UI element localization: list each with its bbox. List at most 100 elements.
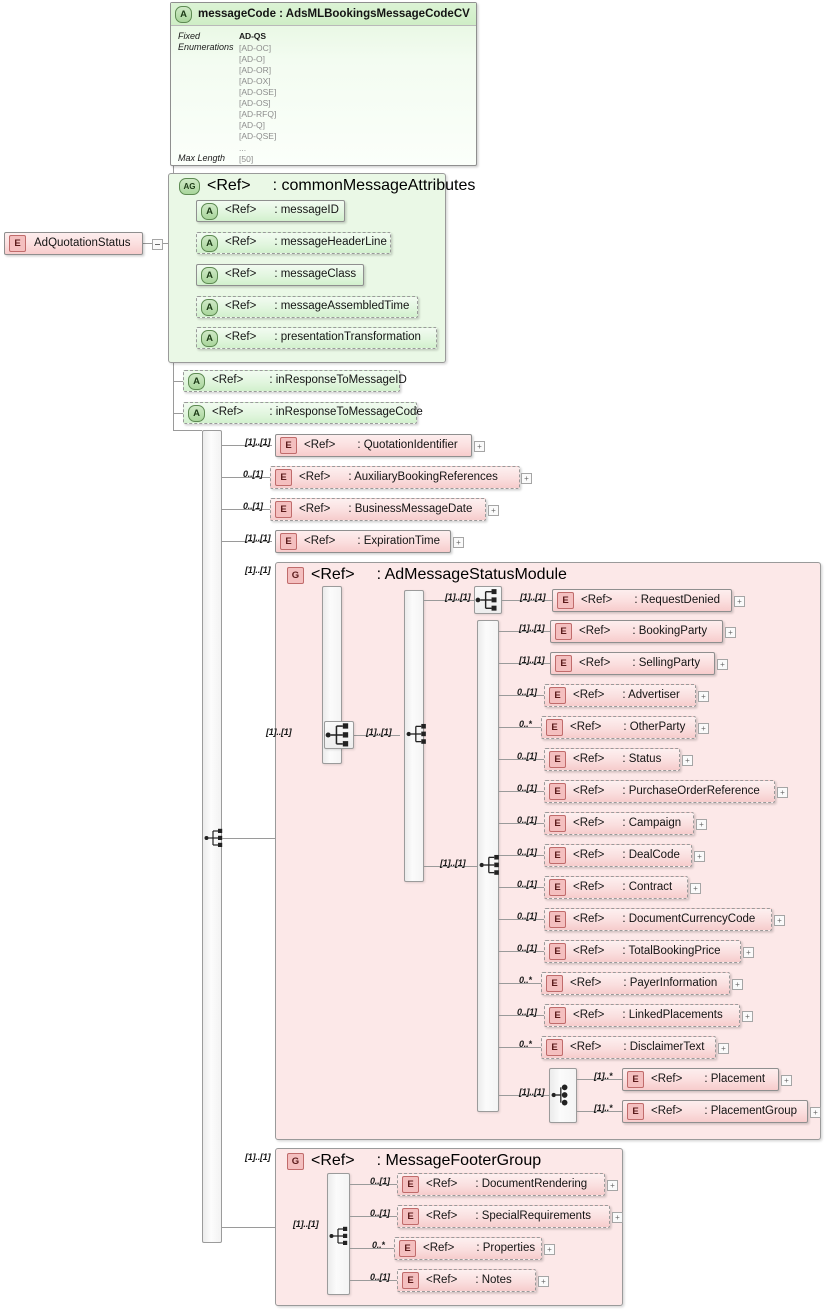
element-badge-icon: E: [549, 687, 566, 704]
attribute-name: : messageClass: [274, 268, 357, 281]
expand-toggle[interactable]: [743, 947, 754, 958]
element-node-Advertiser[interactable]: E <Ref> : Advertiser: [544, 684, 696, 707]
attribute-node-messageClass[interactable]: A <Ref> : messageClass: [196, 264, 364, 286]
element-node-SellingParty[interactable]: E <Ref> : SellingParty: [550, 652, 715, 675]
sequence-icon-module-2[interactable]: [406, 723, 430, 747]
element-node-TotalBookingPrice[interactable]: E <Ref> : TotalBookingPrice: [544, 940, 741, 963]
attribute-node-inResponseToMessageID[interactable]: A <Ref> : inResponseToMessageID: [183, 370, 407, 392]
expand-toggle[interactable]: [732, 979, 743, 990]
expand-toggle[interactable]: [717, 659, 728, 670]
expand-toggle[interactable]: [734, 596, 745, 607]
expand-toggle[interactable]: [718, 1043, 729, 1054]
element-name: : DisclaimerText: [623, 1040, 705, 1053]
expand-toggle[interactable]: [544, 1244, 555, 1255]
element-ref-label: <Ref>: [573, 688, 605, 701]
connector: [499, 631, 550, 632]
element-badge-icon: E: [9, 235, 26, 252]
expand-toggle[interactable]: [453, 537, 464, 548]
expand-toggle[interactable]: [474, 441, 485, 452]
attribute-node-messageID[interactable]: A <Ref> : messageID: [196, 200, 345, 222]
sequence-icon-request-denied[interactable]: [474, 586, 502, 614]
connector: [342, 735, 400, 736]
element-node-ExpirationTime[interactable]: E <Ref> : ExpirationTime: [275, 530, 451, 553]
expand-toggle[interactable]: [607, 1180, 618, 1191]
enum-value: [AD-OX]: [239, 76, 271, 86]
element-node-Properties[interactable]: E <Ref> : Properties: [394, 1237, 542, 1260]
element-ref-label: <Ref>: [651, 1104, 683, 1117]
element-node-Placement[interactable]: E <Ref> : Placement: [622, 1068, 779, 1091]
root-collapse-toggle[interactable]: [152, 239, 163, 250]
enum-value-row: [AD-OSE]: [239, 87, 276, 98]
element-node-BusinessMessageDate[interactable]: E <Ref> : BusinessMessageDate: [270, 498, 486, 521]
enum-value-row: [AD-OX]: [239, 76, 271, 87]
root-element-AdQuotationStatus[interactable]: E AdQuotationStatus: [4, 232, 143, 255]
element-node-DocumentCurrencyCode[interactable]: E <Ref> : DocumentCurrencyCode: [544, 908, 772, 931]
element-node-LinkedPlacements[interactable]: E <Ref> : LinkedPlacements: [544, 1004, 740, 1027]
root-element-label: AdQuotationStatus: [34, 236, 131, 249]
attribute-badge-icon: A: [188, 404, 205, 422]
element-node-QuotationIdentifier[interactable]: E <Ref> : QuotationIdentifier: [275, 434, 472, 457]
element-name: : PlacementGroup: [704, 1104, 798, 1117]
attribute-node-presentationTransformation[interactable]: A <Ref> : presentationTransformation: [196, 327, 437, 349]
expand-toggle[interactable]: [612, 1212, 623, 1223]
element-name: : Status: [622, 752, 662, 765]
element-name: : LinkedPlacements: [622, 1008, 723, 1021]
element-node-RequestDenied[interactable]: E <Ref> : RequestDenied: [552, 589, 732, 612]
element-node-Notes[interactable]: E <Ref> : Notes: [397, 1269, 536, 1292]
enum-value-row: [50]: [239, 154, 253, 165]
sequence-icon-module-3[interactable]: [479, 854, 503, 878]
element-node-Campaign[interactable]: E <Ref> : Campaign: [544, 812, 694, 835]
expand-toggle[interactable]: [488, 505, 499, 516]
connector: [173, 381, 183, 382]
enum-value: [AD-Q]: [239, 120, 265, 130]
expand-toggle[interactable]: [742, 1011, 753, 1022]
element-node-DisclaimerText[interactable]: E <Ref> : DisclaimerText: [541, 1036, 716, 1059]
cardinality-label: [1]..[1]: [366, 727, 392, 737]
element-node-AuxiliaryBookingReferences[interactable]: E <Ref> : AuxiliaryBookingReferences: [270, 466, 520, 489]
element-ref-label: <Ref>: [570, 1040, 602, 1053]
element-node-BookingParty[interactable]: E <Ref> : BookingParty: [550, 620, 723, 643]
element-badge-icon: E: [280, 533, 297, 550]
cardinality-label: 0..*: [519, 719, 532, 729]
expand-toggle[interactable]: [690, 883, 701, 894]
element-node-OtherParty[interactable]: E <Ref> : OtherParty: [541, 716, 696, 739]
element-badge-icon: E: [549, 1007, 566, 1024]
element-node-PurchaseOrderReference[interactable]: E <Ref> : PurchaseOrderReference: [544, 780, 775, 803]
element-node-PayerInformation[interactable]: E <Ref> : PayerInformation: [541, 972, 730, 995]
element-node-Status[interactable]: E <Ref> : Status: [544, 748, 680, 771]
element-node-DealCode[interactable]: E <Ref> : DealCode: [544, 844, 692, 867]
attribute-group-badge-icon: AG: [179, 177, 200, 195]
cardinality-label: 0..[1]: [370, 1208, 390, 1218]
expand-toggle[interactable]: [781, 1075, 792, 1086]
sequence-icon-footer[interactable]: [329, 1226, 351, 1248]
element-node-DocumentRendering[interactable]: E <Ref> : DocumentRendering: [397, 1173, 605, 1196]
enum-label-maxlength: Max Length: [178, 153, 226, 163]
enum-value-row: [AD-RFQ]: [239, 109, 276, 120]
element-ref-label: <Ref>: [304, 534, 336, 547]
expand-toggle[interactable]: [725, 627, 736, 638]
choice-icon-placement[interactable]: [551, 1083, 575, 1107]
expand-toggle[interactable]: [696, 819, 707, 830]
attribute-node-inResponseToMessageCode[interactable]: A <Ref> : inResponseToMessageCode: [183, 402, 423, 424]
enum-value: [AD-OSE]: [239, 87, 277, 97]
expand-toggle[interactable]: [777, 787, 788, 798]
expand-toggle[interactable]: [698, 723, 709, 734]
expand-toggle[interactable]: [774, 915, 785, 926]
expand-toggle[interactable]: [694, 851, 705, 862]
connector: [222, 1227, 275, 1228]
enum-value-row: [AD-OC]: [239, 43, 271, 54]
element-name: : DocumentCurrencyCode: [622, 912, 756, 925]
expand-toggle[interactable]: [810, 1107, 821, 1118]
element-node-PlacementGroup[interactable]: E <Ref> : PlacementGroup: [622, 1100, 808, 1123]
expand-toggle[interactable]: [521, 473, 532, 484]
attribute-name: : messageAssembledTime: [274, 300, 410, 313]
expand-toggle[interactable]: [538, 1276, 549, 1287]
expand-toggle[interactable]: [698, 691, 709, 702]
attribute-node-messageHeaderLine[interactable]: A <Ref> : messageHeaderLine: [196, 232, 391, 254]
element-node-Contract[interactable]: E <Ref> : Contract: [544, 876, 688, 899]
expand-toggle[interactable]: [682, 755, 693, 766]
element-node-SpecialRequirements[interactable]: E <Ref> : SpecialRequirements: [397, 1205, 610, 1228]
attribute-node-messageAssembledTime[interactable]: A <Ref> : messageAssembledTime: [196, 296, 418, 318]
sequence-icon-module-1[interactable]: [324, 721, 354, 749]
element-ref-label: <Ref>: [423, 1241, 455, 1254]
